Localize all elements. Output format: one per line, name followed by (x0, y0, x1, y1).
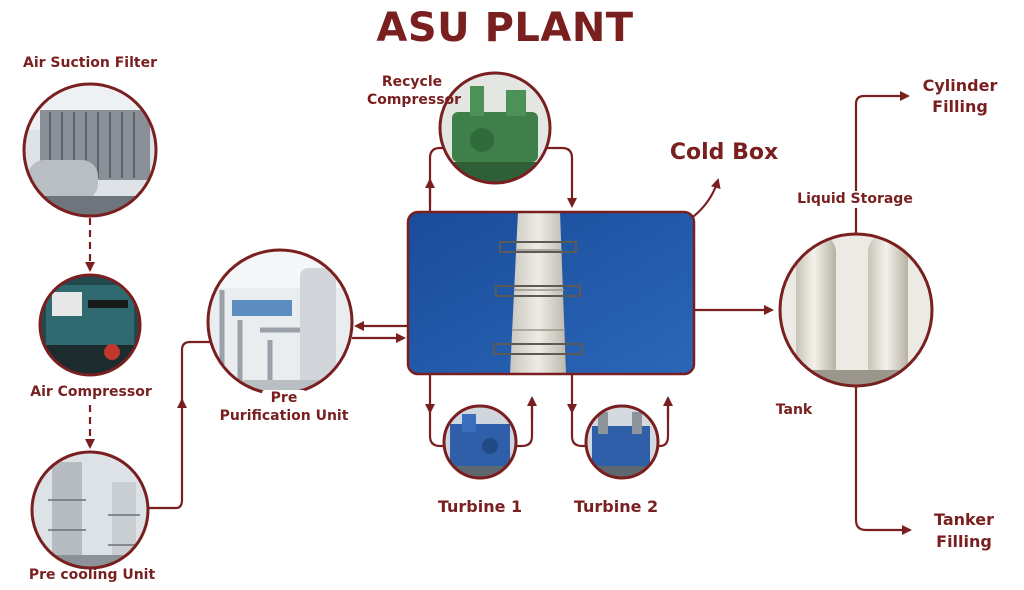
label-cylinder-filling-line1: Cylinder (922, 76, 998, 95)
arrow-coldbox-to-recycle (428, 146, 446, 212)
air-suction-filter-image (22, 82, 158, 218)
turbine-2-image (584, 404, 660, 480)
arrow-tank-to-tanker (854, 386, 912, 535)
tank-image (778, 232, 934, 388)
arrow-precool-to-prepurification (148, 398, 187, 510)
line-turbine1-out (514, 404, 534, 448)
label-recycle-compressor-line2: Compressor (366, 92, 462, 108)
line-riser-to-prepurification (180, 340, 210, 404)
turbine-1-image (442, 404, 518, 480)
label-air-suction-filter: Air Suction Filter (23, 55, 157, 71)
label-tanker-filling-line1: Tanker (934, 510, 994, 529)
label-turbine-2: Turbine 2 (573, 497, 659, 516)
label-recycle-compressor-line1: Recycle (381, 74, 443, 90)
label-pre-purification-line2: Purification Unit (219, 408, 349, 424)
line-turbine1-in (428, 412, 446, 448)
arrow-tank-to-cylinder (854, 91, 910, 234)
label-tank: Tank (775, 402, 813, 418)
label-cylinder-filling-line2: Filling (932, 97, 988, 116)
label-pre-cooling-unit: Pre cooling Unit (28, 567, 156, 583)
pre-purification-unit-image (206, 248, 354, 396)
cold-box-image (406, 210, 696, 376)
label-tanker-filling-line2: Filling (936, 532, 992, 551)
line-turbine2-out (656, 404, 670, 448)
arrow-recycle-to-coldbox (546, 146, 577, 208)
recycle-compressor-image (438, 71, 552, 185)
flow-connectors (85, 91, 912, 535)
label-turbine-1: Turbine 1 (437, 497, 523, 516)
label-air-compressor: Air Compressor (30, 384, 152, 400)
label-pre-purification-line1: Pre (262, 390, 306, 407)
page-title: ASU PLANT (376, 5, 634, 51)
label-liquid-storage: Liquid Storage (790, 191, 920, 208)
line-turbine2-in (570, 412, 588, 448)
air-compressor-image (38, 273, 142, 377)
pre-cooling-unit-image (30, 450, 150, 570)
label-cold-box: Cold Box (669, 140, 779, 165)
